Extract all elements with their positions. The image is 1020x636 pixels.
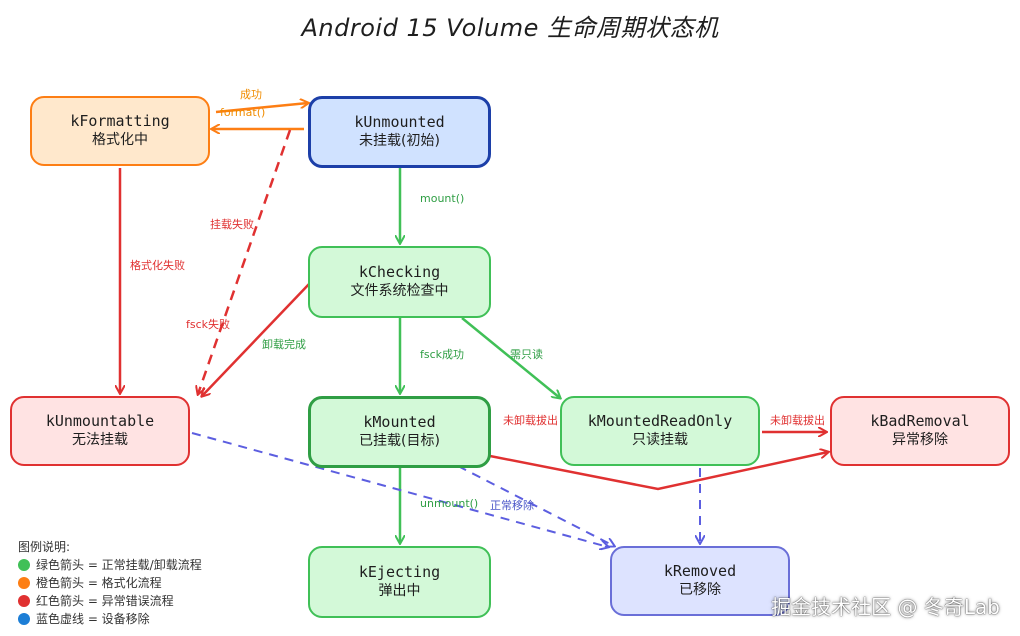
green-dot-icon — [18, 559, 30, 571]
legend-item-blue-text: 蓝色虚线 = 设备移除 — [36, 612, 150, 626]
edge-label-not-unmounted-2: 未卸载拔出 — [770, 414, 825, 427]
node-removed: kRemoved 已移除 — [610, 546, 790, 616]
node-unmountable-cn: 无法挂载 — [72, 432, 128, 448]
node-bad-removal-name: kBadRemoval — [870, 412, 970, 430]
edge-label-mount-fail: 挂载失败 — [210, 218, 254, 231]
legend-item-green-text: 绿色箭头 = 正常挂载/卸载流程 — [36, 558, 202, 572]
node-mounted: kMounted 已挂载(目标) — [308, 396, 491, 468]
node-removed-name: kRemoved — [663, 562, 737, 580]
node-mounted-name: kMounted — [363, 413, 436, 431]
node-checking-name: kChecking — [358, 263, 441, 281]
node-checking-cn: 文件系统检查中 — [350, 283, 449, 299]
edge-label-not-unmounted-1: 未卸载拔出 — [503, 414, 558, 427]
node-unmountable-name: kUnmountable — [45, 412, 155, 430]
edge-label-normal-remove: 正常移除 — [490, 499, 534, 512]
edge-mounted-removed — [457, 465, 614, 546]
node-mounted-cn: 已挂载(目标) — [359, 433, 440, 449]
edge-unmountable-removed — [191, 432, 608, 547]
node-formatting: kFormatting 格式化中 — [30, 96, 210, 166]
edge-label-fsck-fail: fsck失败 — [186, 318, 231, 331]
node-formatting-name: kFormatting — [70, 112, 170, 130]
blue-dot-icon — [18, 613, 30, 625]
edge-mounted-bad-removal — [489, 452, 828, 491]
node-formatting-cn: 格式化中 — [92, 132, 148, 148]
red-dot-icon — [18, 595, 30, 607]
node-checking: kChecking 文件系统检查中 — [308, 246, 491, 318]
legend-title: 图例说明: — [18, 540, 71, 554]
node-mounted-readonly-name: kMountedReadOnly — [587, 412, 733, 430]
edge-label-mount: mount() — [420, 192, 465, 205]
edge-label-fsck-ok: fsck成功 — [420, 348, 465, 361]
legend-item-orange-text: 橙色箭头 = 格式化流程 — [36, 576, 162, 590]
edge-label-format-fail: 格式化失败 — [130, 259, 185, 272]
edge-label-unmount: unmount() — [420, 497, 479, 510]
edge-label-success: 成功 — [240, 88, 262, 101]
legend-item-blue: 蓝色虚线 = 设备移除 — [18, 610, 202, 628]
node-unmountable: kUnmountable 无法挂载 — [10, 396, 190, 466]
orange-dot-icon — [18, 577, 30, 589]
legend-item-orange: 橙色箭头 = 格式化流程 — [18, 574, 202, 592]
node-bad-removal-cn: 异常移除 — [892, 432, 948, 448]
node-ejecting-cn: 弹出中 — [378, 583, 421, 599]
legend-item-red-text: 红色箭头 = 异常错误流程 — [36, 594, 174, 608]
watermark: 掘金技术社区 @ 冬奇Lab — [771, 595, 1000, 619]
legend-item-red: 红色箭头 = 异常错误流程 — [18, 592, 202, 610]
edge-label-need-ro: 需只读 — [510, 348, 543, 361]
legend-item-green: 绿色箭头 = 正常挂载/卸载流程 — [18, 556, 202, 574]
node-removed-cn: 已移除 — [679, 582, 721, 598]
edge-need-ro — [461, 317, 560, 398]
edge-label-format: format() — [220, 106, 266, 119]
edge-mount-fail — [198, 129, 292, 394]
node-mounted-readonly: kMountedReadOnly 只读挂载 — [560, 396, 760, 466]
edge-fsck-fail — [202, 282, 311, 396]
node-ejecting-name: kEjecting — [358, 563, 441, 581]
diagram-title: Android 15 Volume 生命周期状态机 — [301, 14, 719, 42]
node-unmounted: kUnmounted 未挂载(初始) — [308, 96, 491, 168]
node-unmounted-cn: 未挂载(初始) — [359, 133, 440, 149]
node-mounted-readonly-cn: 只读挂载 — [632, 432, 688, 448]
node-unmounted-name: kUnmounted — [354, 113, 445, 131]
node-ejecting: kEjecting 弹出中 — [308, 546, 491, 618]
legend: 图例说明: 绿色箭头 = 正常挂载/卸载流程 橙色箭头 = 格式化流程 红色箭头… — [18, 538, 202, 628]
edge-label-unmount-done: 卸载完成 — [262, 338, 306, 351]
edge-formatting-to-unmounted — [215, 103, 308, 114]
node-bad-removal: kBadRemoval 异常移除 — [830, 396, 1010, 466]
